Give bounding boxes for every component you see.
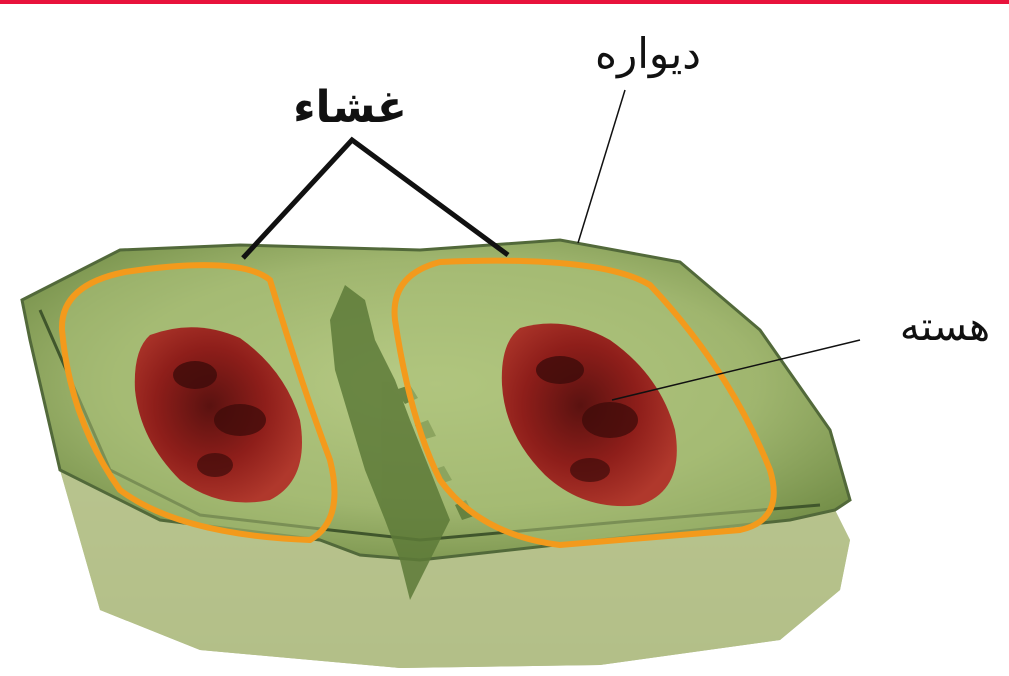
membrane-leader-lines — [243, 140, 508, 258]
membrane-label: غشاء — [293, 82, 407, 133]
wall-label: دیواره — [595, 29, 701, 78]
nucleus-label: هسته — [900, 304, 990, 350]
wall-leader-line — [578, 90, 625, 243]
